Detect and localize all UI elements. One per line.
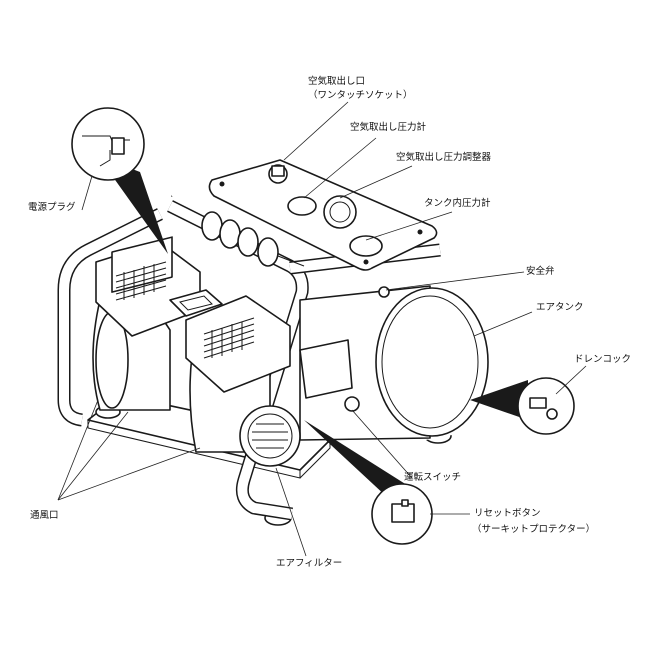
leader-drain-cock: [555, 365, 587, 395]
label-outlet-gauge: 空気取出し圧力計: [350, 122, 427, 133]
label-reset-button-sub: （サーキットプロテクター）: [472, 524, 596, 535]
air-tank-end: [375, 287, 489, 437]
leader-power-plug: [81, 175, 93, 211]
head-left-grid: [115, 261, 167, 301]
leader-vent-2: [57, 411, 129, 501]
switch-knob: [344, 396, 360, 412]
regulator-knob: [323, 195, 357, 229]
tank-gauge: [349, 235, 383, 257]
label-reset-button: リセットボタン: [474, 508, 541, 519]
label-run-switch: 運転スイッチ: [404, 472, 462, 483]
leader-air-outlet: [283, 101, 349, 161]
label-vent: 通風口: [30, 510, 59, 521]
switch-box: [299, 339, 353, 399]
leader-tank-gauge: [365, 211, 453, 241]
label-safety-valve: 安全弁: [526, 266, 555, 277]
outlet-gauge: [287, 196, 317, 216]
label-air-outlet: 空気取出し口: [308, 76, 366, 87]
drain-cock-pointer: [470, 380, 528, 420]
label-regulator: 空気取出し圧力調整器: [396, 152, 492, 163]
hose: [201, 211, 305, 267]
power-plug-inset: [71, 107, 145, 181]
leader-safety-valve: [385, 271, 525, 291]
leader-outlet-gauge: [303, 137, 377, 199]
label-air-filter: エアフィルター: [276, 558, 343, 569]
power-plug-pointer: [98, 156, 168, 254]
leader-run-switch: [351, 409, 413, 479]
reset-button-pointer: [304, 420, 418, 498]
carry-handle: [169, 289, 223, 317]
leader-vent-1: [57, 399, 99, 501]
leader-air-filter: [275, 467, 307, 557]
label-air-tank: エアタンク: [536, 302, 584, 313]
safety-valve: [378, 286, 390, 298]
label-drain-cock: ドレンコック: [574, 354, 632, 365]
head-right-grid: [203, 317, 255, 359]
leader-vent-3: [57, 447, 201, 501]
head-right: [185, 295, 291, 393]
leader-regulator: [339, 165, 413, 199]
leader-air-tank: [473, 311, 533, 337]
label-air-outlet-sub: （ワンタッチソケット）: [308, 90, 413, 101]
label-tank-gauge: タンク内圧力計: [424, 198, 491, 209]
air-filter: [239, 405, 301, 467]
label-power-plug: 電源プラグ: [28, 202, 76, 213]
